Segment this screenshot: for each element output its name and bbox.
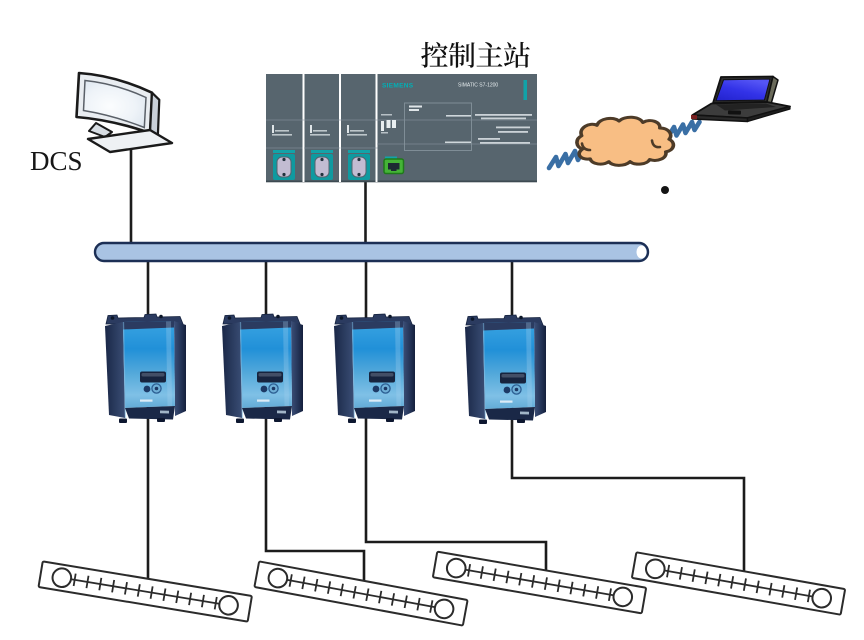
svg-text:SIEMENS: SIEMENS bbox=[382, 83, 414, 90]
svg-text:DCS: DCS bbox=[30, 146, 83, 176]
svg-text:SIMATIC S7-1200: SIMATIC S7-1200 bbox=[458, 83, 498, 89]
